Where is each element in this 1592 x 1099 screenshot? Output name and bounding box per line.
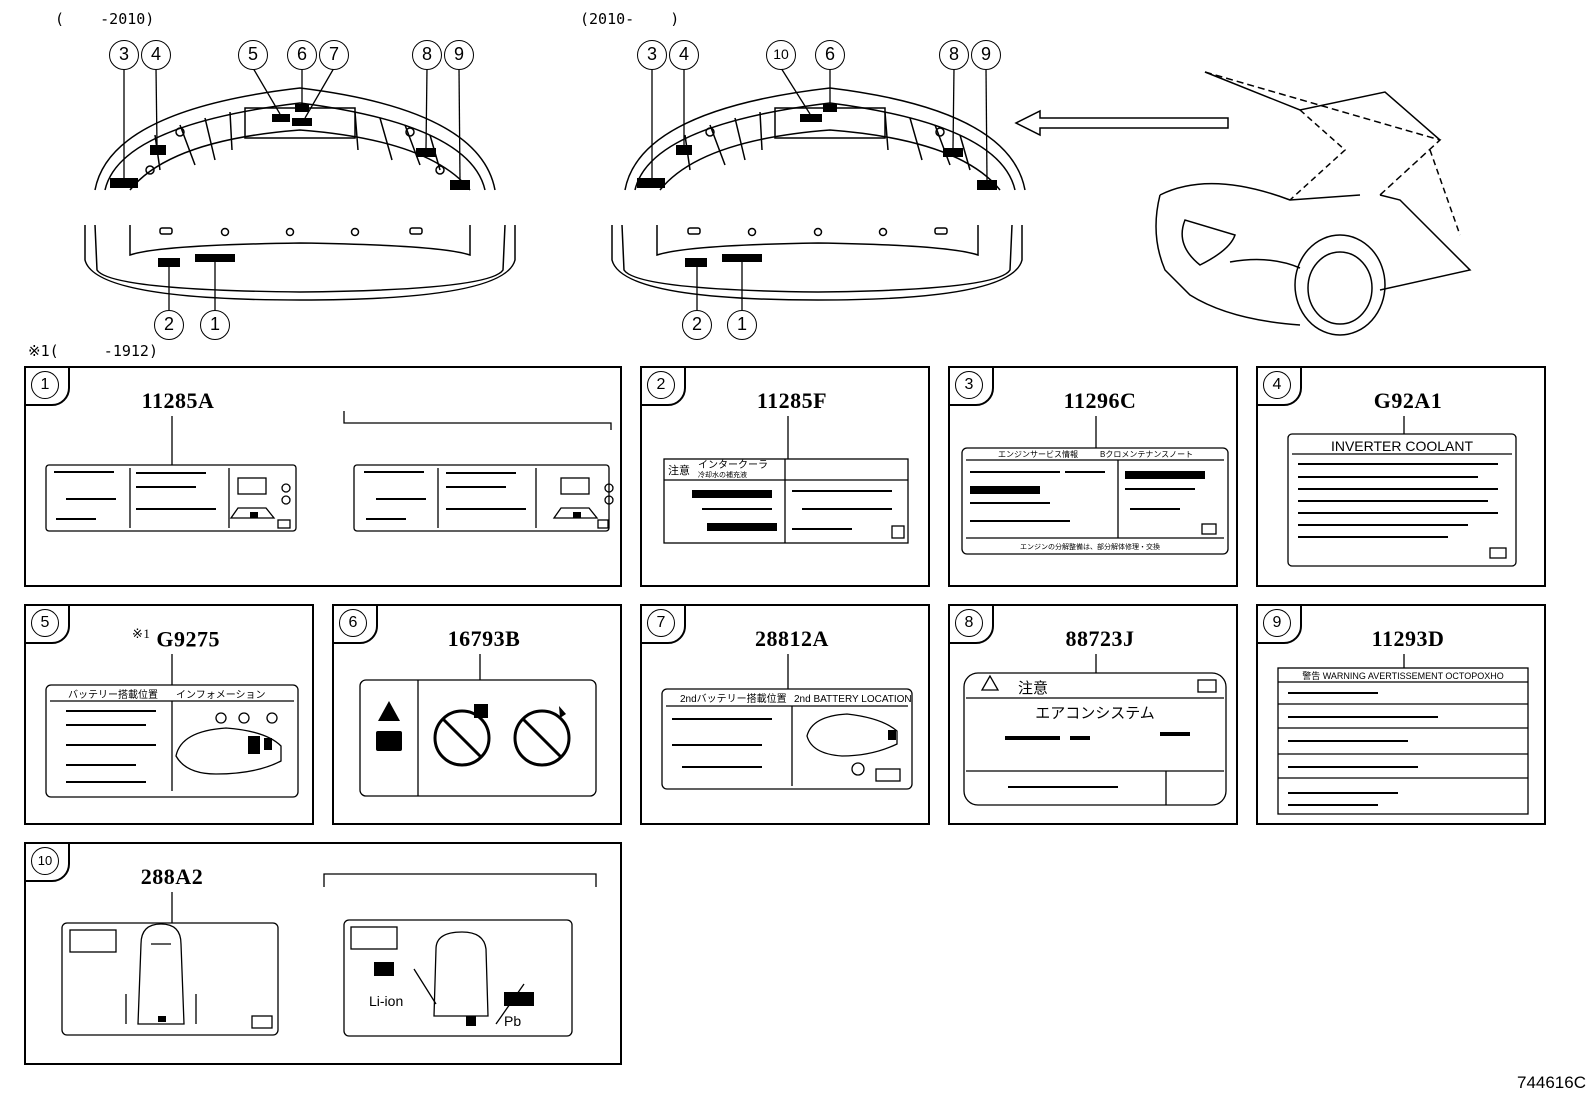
callout-9-left[interactable]: 9	[444, 40, 474, 70]
callout-3-middle[interactable]: 3	[637, 40, 667, 70]
panel-8-number: 8	[955, 609, 983, 637]
panel-6-number: 6	[339, 609, 367, 637]
callout-5-left[interactable]: 5	[238, 40, 268, 70]
panel-8-system-text: エアコンシステム	[1035, 705, 1155, 722]
footnote-range: ※1( -1912)	[28, 342, 158, 360]
callout-8-middle[interactable]: 8	[939, 40, 969, 70]
panel-8-label-drawing: 注意 エアコンシステム	[963, 654, 1227, 806]
panel-2-intercooler-text: インタークーラ	[698, 459, 768, 471]
panel-9-warning-text: 警告 WARNING AVERTISSEMENT OCTOPOXHO	[1302, 670, 1504, 681]
panel-5-heading-left: バッテリー搭載位置	[68, 688, 158, 701]
callout-6-middle[interactable]: 6	[815, 40, 845, 70]
panel-10-label-drawing: Li-ion Pb	[61, 873, 597, 1037]
callout-3-left[interactable]: 3	[109, 40, 139, 70]
panel-3-label-drawing: エンジンサービス情報 Bクロメンテナンスノート エンジンの分解整備は、部分解体修…	[961, 416, 1229, 555]
panel-10-liion-text: Li-ion	[369, 993, 403, 1009]
callout-2-middle[interactable]: 2	[682, 310, 712, 340]
panel-9-number: 9	[1263, 609, 1291, 637]
panel-7-heading-right: 2nd BATTERY LOCATION	[794, 694, 912, 705]
panel-5-note-mark: ※1	[131, 626, 151, 641]
callout-9-middle[interactable]: 9	[971, 40, 1001, 70]
panel-3-part-number[interactable]: 11296C	[1063, 388, 1137, 413]
panel-8-part-number[interactable]: 88723J	[1065, 626, 1135, 651]
panel-1-part-number[interactable]: 11285A	[141, 388, 215, 413]
panel-3-footer: エンジンの分解整備は、部分解体修理・交換	[1020, 542, 1160, 551]
panel-2[interactable]: 2 11285F 注意 インタークーラ 冷却水の補充液	[640, 366, 930, 587]
callout-4-middle[interactable]: 4	[669, 40, 699, 70]
callout-2-left[interactable]: 2	[154, 310, 184, 340]
callout-4-left[interactable]: 4	[141, 40, 171, 70]
panel-7-heading-left: 2ndバッテリー搭載位置	[680, 692, 787, 705]
panel-3[interactable]: 3 11296C エンジンサービス情報 Bクロメンテナンスノート エンジンの分解…	[948, 366, 1238, 587]
panel-2-number: 2	[647, 371, 675, 399]
callout-8-left[interactable]: 8	[412, 40, 442, 70]
panel-4-heading: INVERTER COOLANT	[1331, 438, 1474, 454]
panel-4-number: 4	[1263, 371, 1291, 399]
panel-5-number: 5	[31, 609, 59, 637]
caption-model-years-middle: (2010- )	[580, 10, 680, 28]
panel-7[interactable]: 7 28812A 2ndバッテリー搭載位置 2nd BATTERY LOCATI…	[640, 604, 930, 825]
panel-2-sub-text: 冷却水の補充液	[698, 470, 747, 479]
panel-3-heading-right: Bクロメンテナンスノート	[1100, 450, 1193, 459]
panel-10-part-number[interactable]: 288A2	[140, 864, 204, 889]
callout-6-left[interactable]: 6	[287, 40, 317, 70]
panel-5-label-drawing: バッテリー搭載位置 インフォメーション	[45, 654, 299, 798]
panel-9-part-number[interactable]: 11293D	[1371, 626, 1445, 651]
panel-10-number: 10	[31, 847, 59, 875]
figure-code: 744616C	[1516, 1073, 1586, 1092]
panel-3-number: 3	[955, 371, 983, 399]
callout-10-middle[interactable]: 10	[766, 40, 796, 70]
panel-2-caution-text: 注意	[668, 463, 690, 477]
callout-1-left[interactable]: 1	[200, 310, 230, 340]
panel-10-pb-text: Pb	[504, 1013, 521, 1029]
panel-9-label-drawing: 警告 WARNING AVERTISSEMENT OCTOPOXHO	[1277, 654, 1529, 815]
panel-4-label-drawing: INVERTER COOLANT	[1287, 416, 1517, 567]
callout-1-middle[interactable]: 1	[727, 310, 757, 340]
panel-7-label-drawing: 2ndバッテリー搭載位置 2nd BATTERY LOCATION	[661, 654, 913, 790]
panel-2-label-drawing: 注意 インタークーラ 冷却水の補充液	[663, 416, 909, 544]
callout-7-left[interactable]: 7	[319, 40, 349, 70]
panel-8[interactable]: 8 88723J 注意 エアコンシステム	[948, 604, 1238, 825]
panel-4[interactable]: 4 G92A1 INVERTER COOLANT	[1256, 366, 1546, 587]
panel-6-label-drawing	[359, 654, 597, 797]
panel-7-part-number[interactable]: 28812A	[755, 626, 829, 651]
panel-10[interactable]: 10 288A2 Li-ion Pb	[24, 842, 622, 1065]
panel-1[interactable]: 1 11285A	[24, 366, 622, 587]
panel-6[interactable]: 6 16793B	[332, 604, 622, 825]
panel-8-caution-text: 注意	[1018, 679, 1048, 697]
panel-6-part-number[interactable]: 16793B	[447, 626, 521, 651]
panel-4-part-number[interactable]: G92A1	[1373, 388, 1443, 413]
panel-1-number: 1	[31, 371, 59, 399]
panel-1-label-drawing	[45, 411, 614, 532]
panel-9[interactable]: 9 11293D 警告 WARNING AVERTISSEMENT OCTOPO…	[1256, 604, 1546, 825]
panel-2-part-number[interactable]: 11285F	[756, 388, 828, 413]
panel-7-number: 7	[647, 609, 675, 637]
panel-5-heading-right: インフォメーション	[176, 690, 266, 701]
panel-3-heading: エンジンサービス情報	[998, 449, 1078, 459]
caption-model-years-left: ( -2010)	[55, 10, 155, 28]
